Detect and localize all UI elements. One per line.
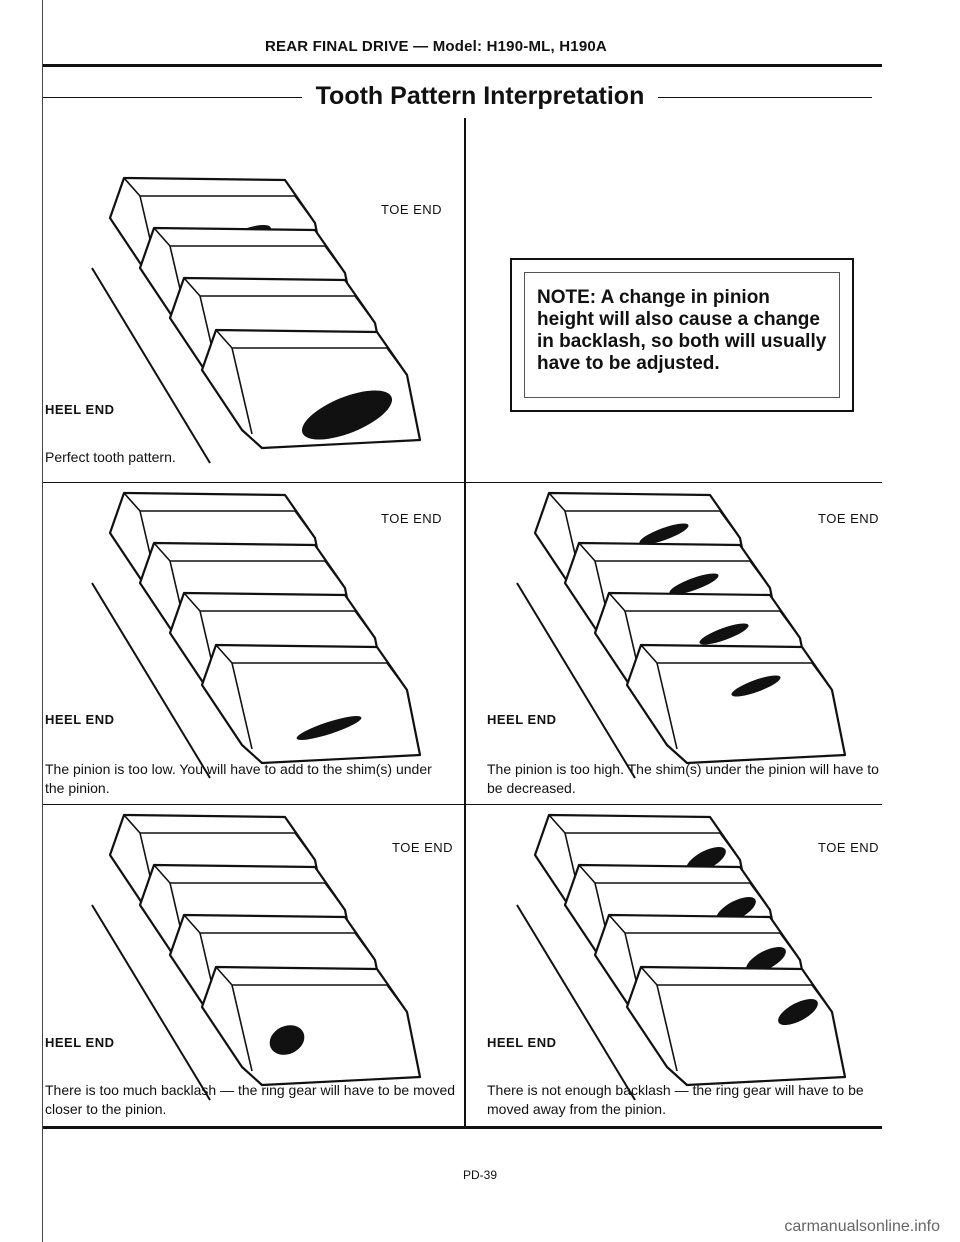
gear-diagram-pinion-low <box>91 491 422 779</box>
note-text: NOTE: A change in pinion height will als… <box>524 272 840 398</box>
tooth-top-edge <box>123 492 316 539</box>
gear-diagram-pinion-high <box>516 491 847 779</box>
contact-patch <box>296 716 362 740</box>
contact-patch <box>639 523 689 545</box>
tooth-top-edge <box>608 592 801 639</box>
tooth-top-edge <box>215 644 408 691</box>
gear-diagram-not-enough-backlash <box>516 813 847 1101</box>
caption-not-enough-backlash: There is not enough backlash — the ring … <box>487 1082 864 1117</box>
row-divider-1 <box>42 482 882 483</box>
gear-base-line <box>516 582 636 779</box>
contact-patch <box>778 998 818 1026</box>
tooth-heel-edge <box>231 662 253 750</box>
toe-end-label: TOE END <box>818 840 880 855</box>
tooth-top-edge <box>153 227 346 274</box>
tooth-top-edge <box>183 914 376 961</box>
toe-end-label: TOE END <box>818 511 880 526</box>
gear-diagram-too-much-backlash <box>91 813 422 1101</box>
page-number: PD-39 <box>462 1168 497 1182</box>
gear-diagram-perfect <box>91 176 422 464</box>
bottom-rule <box>42 1126 882 1129</box>
heel-end-label: HEEL END <box>487 712 557 727</box>
watermark: carmanualsonline.info <box>784 1218 940 1235</box>
header-rule <box>42 64 882 67</box>
contact-patch <box>269 1025 305 1055</box>
caption-pinion-high: The pinion is too high. The shim(s) unde… <box>487 761 879 796</box>
tooth-top-edge <box>183 592 376 639</box>
left-margin-line <box>42 0 43 1242</box>
gear-tooth <box>200 643 422 765</box>
tooth-top-edge <box>640 644 833 691</box>
tooth-top-edge <box>123 177 316 224</box>
gear-tooth <box>200 965 422 1087</box>
tooth-heel-edge <box>656 662 678 750</box>
heel-end-label: HEEL END <box>45 1035 115 1050</box>
toe-end-label: TOE END <box>381 511 443 526</box>
toe-end-label: TOE END <box>381 202 443 217</box>
gear-base-line <box>516 904 636 1101</box>
tooth-heel-edge <box>231 347 253 435</box>
section-title-wrap: Tooth Pattern Interpretation <box>0 82 960 111</box>
tooth-top-edge <box>640 966 833 1013</box>
contact-patch <box>669 573 719 595</box>
heel-end-label: HEEL END <box>487 1035 557 1050</box>
contact-patch <box>746 946 786 974</box>
tooth-top-edge <box>123 814 316 861</box>
tooth-heel-edge <box>656 984 678 1072</box>
gear-base-line <box>91 904 211 1101</box>
contact-patch <box>301 390 393 440</box>
tooth-top-edge <box>153 864 346 911</box>
gear-base-line <box>91 267 211 464</box>
contact-patch <box>731 675 781 697</box>
tooth-top-edge <box>153 542 346 589</box>
tooth-top-edge <box>183 277 376 324</box>
tooth-top-edge <box>548 492 741 539</box>
tooth-heel-edge <box>231 984 253 1072</box>
caption-pinion-low: The pinion is too low. You will have to … <box>45 761 432 796</box>
caption-too-much-backlash: There is too much backlash — the ring ge… <box>45 1082 456 1117</box>
page-header: REAR FINAL DRIVE — Model: H190-ML, H190A <box>265 38 607 55</box>
tooth-top-edge <box>215 329 408 376</box>
note-box: NOTE: A change in pinion height will als… <box>510 258 854 412</box>
column-divider <box>464 118 466 1128</box>
tooth-top-edge <box>215 966 408 1013</box>
row-divider-2 <box>42 804 882 805</box>
toe-end-label: TOE END <box>392 840 454 855</box>
tooth-top-edge <box>608 914 801 961</box>
gear-tooth <box>625 643 847 765</box>
heel-end-label: HEEL END <box>45 712 115 727</box>
section-title: Tooth Pattern Interpretation <box>301 82 659 110</box>
tooth-top-edge <box>578 864 771 911</box>
caption-perfect: Perfect tooth pattern. <box>45 449 176 465</box>
gear-base-line <box>91 582 211 779</box>
heel-end-label: HEEL END <box>45 402 115 417</box>
tooth-top-edge <box>578 542 771 589</box>
gear-tooth <box>625 965 847 1087</box>
contact-patch <box>699 623 749 645</box>
tooth-top-edge <box>548 814 741 861</box>
